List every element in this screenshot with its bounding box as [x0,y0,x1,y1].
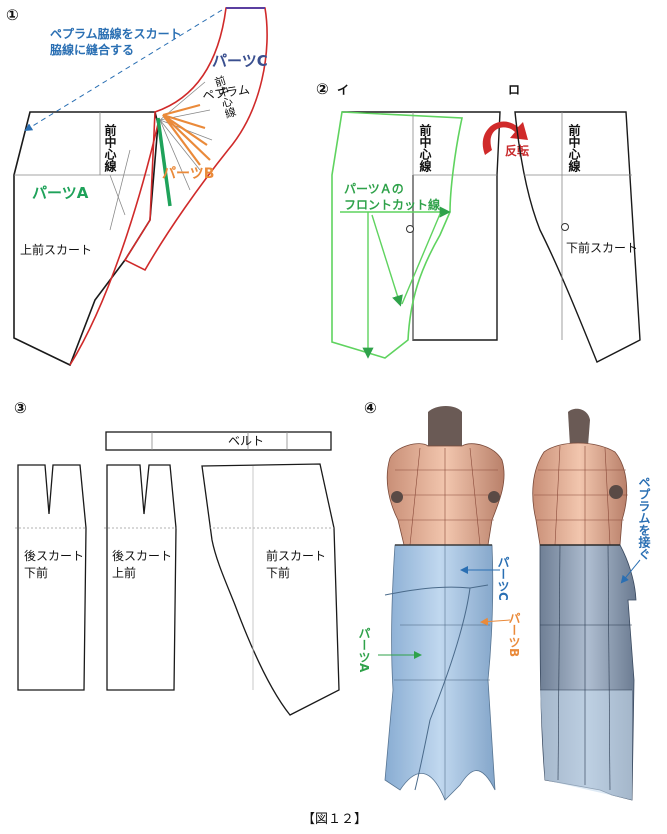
front-center-i-label: 前中心線 [418,123,432,173]
parts-a-green-line [156,117,172,207]
dashed-connect-arrow [24,9,223,132]
back-lower-label-2: 下前 [24,565,48,580]
belt-outline [105,431,332,451]
parts-b-radial-lines [162,103,211,166]
wrap-edge-front [414,587,471,791]
front-skirt-lower-outline [201,463,340,716]
panel-1: ① ペプラム脇線をスカート [6,6,268,367]
front-center-label-1: 前中心線 [103,123,117,173]
belt-label: ベルト [228,434,264,448]
skirt-hem-sheer-side [540,690,632,800]
attach-peplum-arrow [620,559,641,584]
parts-a-label: パーツA [32,184,89,202]
parts-b-photo-label: パーツB [507,612,521,658]
form-neck-front [428,406,462,448]
back-lower-label-1: 後スカート [24,549,84,563]
parts-c-label: パーツC [212,52,268,70]
panel-2: ② イ 前中心線 パーツＡの フロントカット線 反転 ロ 前中心線 下前スカート [316,80,641,363]
upper-front-skirt-outline [13,111,159,367]
front-cut-line-label-1: パーツＡの [344,182,404,196]
attach-peplum-label: ペプラムを接ぐ [637,476,651,560]
step-number-3: ③ [14,399,27,417]
skirt-grid-front [394,545,490,800]
peplum-label: ペプラム [201,82,250,102]
button-mark-ro [561,223,569,231]
parts-c-peplum-outline [123,7,268,272]
arm-cap-side [609,485,623,499]
back-skirt-lower-outline [17,464,87,691]
step-number-2: ② [316,80,329,98]
panel-4: ④ [357,399,651,801]
button-mark-i [406,225,414,233]
torso-grid-side [534,445,628,546]
flip-label: 反転 [505,143,529,158]
back-upper-label-1: 後スカート [112,549,172,563]
front-cut-line-label-2: フロントカット線 [344,197,440,212]
step-2-i-label: イ [337,83,349,97]
front-lower-label-2: 下前 [266,565,290,580]
step-number-1: ① [6,6,19,24]
parts-b-arrow [480,617,511,626]
lower-front-skirt-label: 下前スカート [566,240,638,255]
arm-cap-right [488,491,500,503]
parts-a-photo-label: パーツA [357,627,371,673]
back-skirt-upper-outline [106,464,177,691]
dress-form-side [532,408,637,801]
panel-3: ③ ベルト 後スカート 下前 後スカート 上前 前スカート 下前 [14,399,340,716]
front-lower-label-1: 前スカート [266,548,326,563]
dress-form-front [384,406,505,801]
skirt-grid-side [540,544,632,791]
slash-lines [109,81,213,231]
step-2-ro-label: ロ [508,83,520,97]
green-guide-lines [340,206,451,359]
red-side-line [69,123,159,366]
arm-cap-left [391,491,403,503]
parts-c-photo-label: パーツC [496,556,510,601]
form-torso-front [386,443,505,546]
step-number-4: ④ [364,399,377,417]
note-line-2: 脇線に縫合する [50,42,134,57]
parts-b-label: パーツB [162,166,214,182]
back-upper-label-2: 上前 [112,565,136,580]
figure-caption: 【図１２】 [302,812,367,827]
skirt-fabric-front [384,544,496,801]
lower-front-skirt-outline [514,111,641,363]
note-line-1: ペプラム脇線をスカート [50,26,182,41]
form-neck-side [568,408,590,446]
front-center-ro-label: 前中心線 [567,123,581,173]
torso-grid-front [392,447,498,546]
parts-a-green-shape [331,111,463,359]
upper-front-skirt-label: 上前スカート [20,242,92,257]
peplum-edge-front [384,584,489,596]
